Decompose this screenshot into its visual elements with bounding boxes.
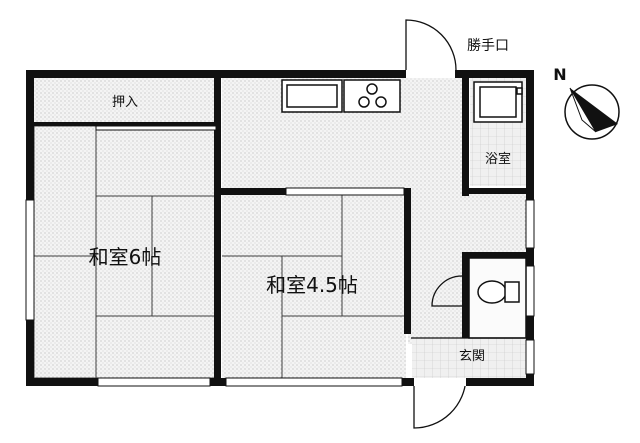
- window: [25, 199, 35, 321]
- window: [525, 265, 535, 317]
- compass-label: N: [553, 65, 566, 84]
- door-swing: [413, 377, 467, 429]
- label-genkan: 玄関: [459, 349, 485, 364]
- tatami-mat: [281, 255, 343, 317]
- doors: [405, 19, 528, 429]
- window: [525, 199, 535, 249]
- kitchen-counter: [281, 79, 401, 113]
- genkan-floor: [412, 338, 527, 378]
- wall: [26, 378, 414, 386]
- label-katteguchi: 勝手口: [467, 38, 509, 54]
- burner-icon: [358, 96, 370, 108]
- wall: [462, 252, 528, 258]
- oshiire-floor: [34, 78, 216, 126]
- burner-icon: [366, 83, 378, 95]
- door-swing: [431, 275, 463, 307]
- label-oshiire: 押入: [112, 95, 138, 110]
- corridor-floor: [408, 194, 465, 344]
- wall: [34, 122, 216, 126]
- sink-basin: [286, 84, 338, 108]
- wall: [214, 78, 221, 378]
- bathtub-faucet: [516, 87, 523, 95]
- bathtub-body: [473, 81, 523, 123]
- window: [95, 125, 217, 131]
- bathtub: [473, 81, 523, 123]
- window: [525, 339, 535, 375]
- tatami-45: [222, 194, 406, 378]
- wall: [466, 378, 533, 386]
- bathtub-inner: [479, 86, 517, 118]
- wall: [404, 188, 411, 334]
- wall: [462, 252, 469, 338]
- wall: [462, 70, 469, 196]
- door-gap: [406, 70, 455, 78]
- wall: [26, 70, 406, 78]
- door-gap: [414, 378, 466, 386]
- room-labels: 押入 和室6帖 和室4.5帖 浴室 玄関 勝手口: [89, 38, 511, 364]
- corridor-east-floor: [465, 194, 528, 252]
- burner-icon: [375, 96, 387, 108]
- toilet-bowl: [477, 280, 507, 304]
- label-yokushitsu: 浴室: [485, 151, 511, 167]
- toilet-icon: [468, 257, 527, 339]
- room-washitsu-45-floor: [222, 194, 406, 378]
- window: [225, 377, 403, 387]
- label-washitsu-6: 和室6帖: [89, 245, 162, 269]
- wall: [455, 70, 533, 78]
- toilet-tank: [504, 281, 520, 303]
- window: [97, 377, 211, 387]
- windows: [25, 125, 535, 387]
- label-washitsu-45: 和室4.5帖: [266, 273, 358, 297]
- compass-needle-icon: [570, 88, 618, 132]
- door-swing: [405, 19, 457, 71]
- wall: [462, 188, 528, 194]
- window: [285, 187, 405, 196]
- compass: N: [553, 65, 620, 140]
- compass-needle-tail: [569, 87, 597, 133]
